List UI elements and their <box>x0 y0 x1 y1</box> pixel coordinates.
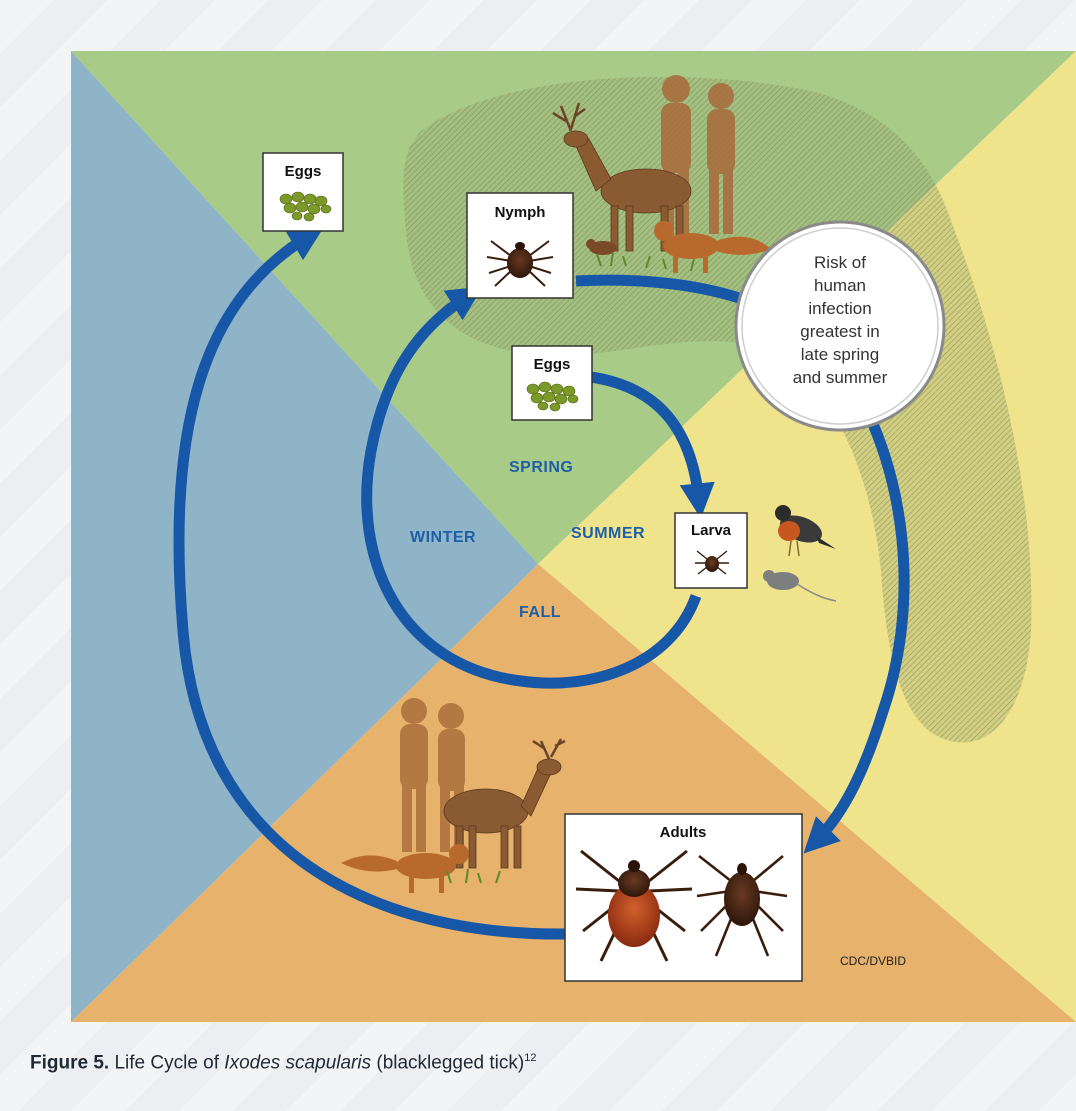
mouse-icon <box>763 570 837 602</box>
eggs-cluster-icon <box>526 381 579 412</box>
eggs-inner-label: Eggs <box>534 356 571 373</box>
spring-label: SPRING <box>509 459 573 476</box>
arrow-larva-to-nymph <box>361 286 702 689</box>
grass-icon <box>446 868 501 884</box>
life-cycle-arrows <box>173 226 910 940</box>
nymph-label: Nymph <box>495 204 546 221</box>
reference-number: 12 <box>524 1052 537 1064</box>
larva-tick-icon <box>695 550 729 575</box>
risk-line-5: late spring <box>801 345 879 364</box>
chipmunk-icon <box>586 239 617 255</box>
fall-label: FALL <box>519 604 561 621</box>
arrow-eggs-to-larva <box>590 371 715 519</box>
caption-text-after: (blacklegged tick) <box>371 1052 525 1074</box>
risk-line-1: Risk of <box>814 253 866 272</box>
male-tick-icon <box>696 854 788 957</box>
grass-icon <box>596 251 695 272</box>
figure-number: Figure 5. <box>30 1052 110 1074</box>
figure-caption: Figure 5. Life Cycle of Ixodes scapulari… <box>30 1052 536 1074</box>
winter-quadrant <box>71 51 538 1022</box>
eggs-inner-box: Eggs <box>511 345 593 421</box>
risk-line-2: human <box>814 276 866 295</box>
nymph-tick-icon <box>486 240 554 287</box>
species-name: Ixodes scapularis <box>224 1052 372 1074</box>
human-silhouette-icon <box>400 698 465 852</box>
arrow-adults-to-eggs <box>173 226 567 940</box>
eggs-outer-label: Eggs <box>285 163 322 180</box>
risk-line-4: greatest in <box>800 322 879 341</box>
nymph-box: Nymph <box>466 192 574 299</box>
larva-box: Larva <box>674 512 748 589</box>
host-animals-top <box>552 75 771 273</box>
winter-label: WINTER <box>410 529 476 546</box>
summer-label: SUMMER <box>571 525 645 542</box>
larva-label: Larva <box>691 522 732 539</box>
tick-life-cycle-diagram: Eggs Nymph Eggs Larva <box>71 51 1076 1022</box>
risk-callout: Risk of human infection greatest in late… <box>734 220 946 432</box>
adults-label: Adults <box>660 824 707 841</box>
fox-icon <box>341 844 469 893</box>
eggs-outer-box: Eggs <box>262 152 344 232</box>
caption-text-before: Life Cycle of <box>109 1052 225 1074</box>
risk-line-6: and summer <box>793 368 888 387</box>
fox-icon <box>654 221 771 273</box>
adults-box: Adults <box>564 813 803 982</box>
fall-quadrant <box>71 564 1076 1022</box>
host-animals-bottom <box>341 698 566 893</box>
arrow-nymph-to-adults <box>575 274 910 854</box>
risk-line-3: infection <box>808 299 871 318</box>
eggs-cluster-icon <box>279 191 332 222</box>
credit-label: CDC/DVBID <box>840 954 906 968</box>
deer-icon <box>552 102 692 252</box>
robin-icon <box>775 505 836 557</box>
female-tick-icon <box>575 849 693 962</box>
